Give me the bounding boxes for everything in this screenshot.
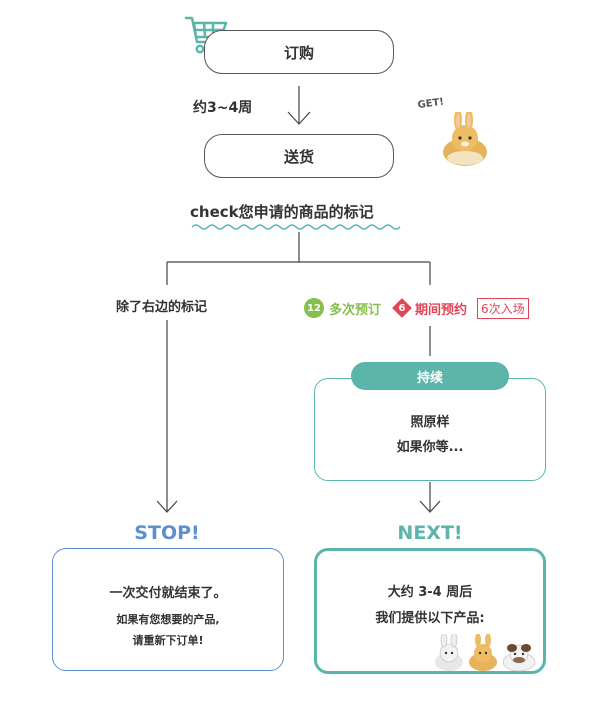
stop-heading: STOP! bbox=[134, 522, 200, 544]
next-heading: NEXT! bbox=[397, 522, 463, 544]
stop-line-2: 如果有您想要的产品, bbox=[116, 613, 220, 626]
get-text: GET! bbox=[417, 96, 445, 112]
stop-box: 一次交付就结束了。 如果有您想要的产品, 请重新下订单! bbox=[52, 548, 284, 671]
continue-line-1: 照原样 bbox=[410, 415, 450, 430]
stop-line-3: 请重新下订单! bbox=[132, 634, 204, 647]
period-number: 6 bbox=[398, 302, 406, 314]
delivery-step: 送货 bbox=[204, 134, 394, 178]
entry-count-label: 6次入场 bbox=[477, 297, 529, 319]
multi-order-label: 多次预订 bbox=[329, 302, 382, 318]
continue-header-label: 持续 bbox=[416, 370, 443, 386]
next-box: 大约 3-4 周后 我们提供以下产品: bbox=[314, 548, 546, 674]
order-label: 订购 bbox=[283, 43, 314, 62]
continue-box: 照原样 如果你等... bbox=[314, 378, 546, 481]
period-number-badge: 6 bbox=[392, 298, 412, 318]
order-step: 订购 bbox=[204, 30, 394, 74]
continue-line-2: 如果你等... bbox=[396, 440, 464, 455]
yellow-bunny-figurine-icon bbox=[469, 634, 497, 671]
wavy-underline bbox=[191, 224, 401, 230]
spotted-bunny-figurine-icon bbox=[502, 644, 536, 672]
right-branch-markers: 12 多次预订 6 期间预约 6次入场 bbox=[304, 297, 529, 319]
check-instruction: check您申请的商品的标记 bbox=[190, 203, 374, 221]
delivery-label: 送货 bbox=[283, 147, 314, 166]
stop-line-1: 一次交付就结束了。 bbox=[109, 586, 227, 601]
bunny-figurine-icon bbox=[443, 112, 487, 166]
next-line-1: 大约 3-4 周后 bbox=[387, 585, 473, 600]
next-line-2: 我们提供以下产品: bbox=[375, 611, 485, 626]
white-bunny-figurine-icon bbox=[435, 634, 463, 671]
wait-duration: 约3~4周 bbox=[193, 100, 253, 116]
left-branch-label: 除了右边的标记 bbox=[116, 300, 208, 315]
multi-order-number-badge: 12 bbox=[304, 298, 324, 318]
period-reservation-label: 期间预约 bbox=[415, 302, 468, 318]
continue-header: 持续 bbox=[351, 362, 509, 390]
